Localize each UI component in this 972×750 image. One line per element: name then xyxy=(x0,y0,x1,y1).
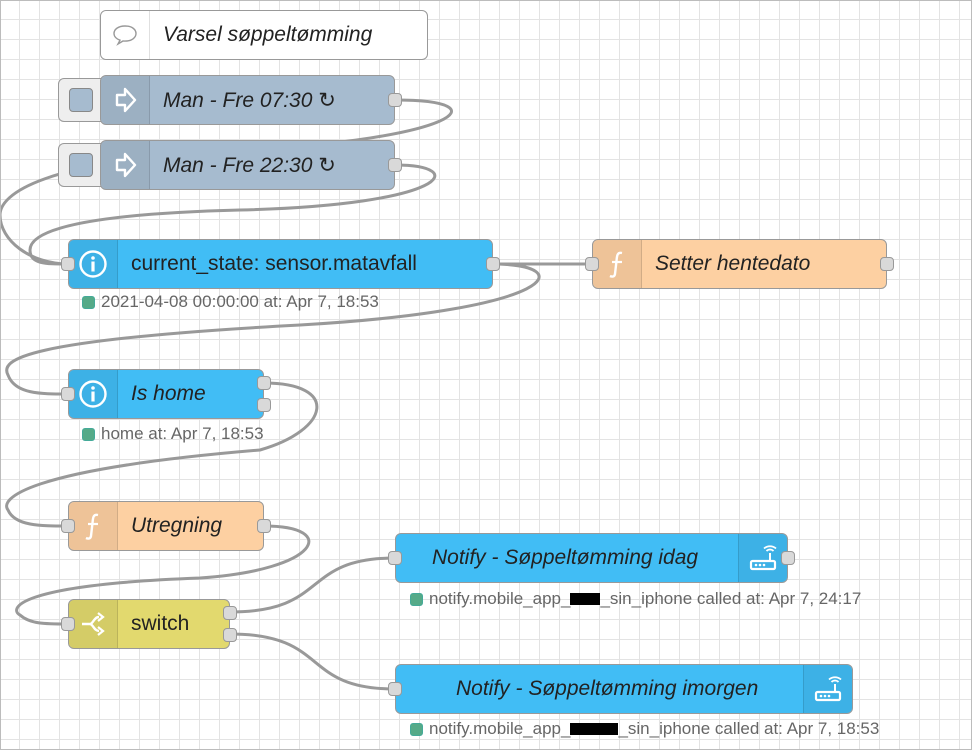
is-home-status-text: home at: Apr 7, 18:53 xyxy=(101,424,264,443)
current-state-status: 2021-04-08 00:00:00 at: Apr 7, 18:53 xyxy=(82,292,379,312)
function-icon xyxy=(609,251,623,278)
current-state-input-port[interactable] xyxy=(61,257,75,271)
notify-imorgen-icon-area xyxy=(803,665,852,713)
notify-imorgen-status-post: _sin_iphone called at: Apr 7, 18:53 xyxy=(618,719,880,738)
notify-imorgen-status-pre: notify.mobile_app_ xyxy=(429,719,571,738)
switch-node[interactable]: switch xyxy=(61,599,237,649)
router-icon xyxy=(749,545,777,571)
is-home-output-port-1[interactable] xyxy=(257,376,271,390)
redaction-bar xyxy=(570,593,601,605)
inject-node-2[interactable]: Man - Fre 22:30 ↻ xyxy=(100,140,402,190)
notify-idag-status-post: _sin_iphone called at: Apr 7, 24:17 xyxy=(600,589,862,608)
notify-idag-icon-area xyxy=(738,534,787,582)
status-dot xyxy=(82,427,95,441)
inject-2-output-port[interactable] xyxy=(388,158,402,172)
utregning-icon-area xyxy=(69,502,118,550)
current-state-label: current_state: sensor.matavfall xyxy=(131,252,417,275)
inject-2-icon-area xyxy=(101,141,150,189)
notify-idag-status-pre: notify.mobile_app_ xyxy=(429,589,571,608)
comment-label: Varsel søppeltømming xyxy=(163,23,373,46)
switch-input-port[interactable] xyxy=(61,617,75,631)
arrow-right-icon xyxy=(115,87,137,113)
wire-switch-to-notify-idag xyxy=(229,556,396,614)
info-icon xyxy=(79,380,107,408)
setter-output-port[interactable] xyxy=(880,257,894,271)
notify-imorgen-input-port[interactable] xyxy=(388,682,402,696)
is-home-node[interactable]: Is home xyxy=(61,369,271,419)
notify-idag-input-port[interactable] xyxy=(388,551,402,565)
arrow-right-icon xyxy=(115,152,137,178)
is-home-input-port[interactable] xyxy=(61,387,75,401)
status-dot xyxy=(410,722,423,736)
setter-icon-area xyxy=(593,240,642,288)
notify-imorgen-status: notify.mobile_app_ _sin_iphone called at… xyxy=(410,719,879,739)
switch-icon-area xyxy=(69,600,118,648)
utregning-node[interactable]: Utregning xyxy=(61,501,271,551)
router-icon xyxy=(814,676,842,702)
is-home-status: home at: Apr 7, 18:53 xyxy=(82,424,264,444)
utregning-label: Utregning xyxy=(131,514,223,537)
notify-imorgen-node[interactable]: Notify - Søppeltømming imorgen xyxy=(388,664,853,714)
status-dot xyxy=(82,295,95,309)
comment-icon-area xyxy=(101,11,150,59)
notify-idag-label: Notify - Søppeltømming idag xyxy=(432,546,699,569)
current-state-status-text: 2021-04-08 00:00:00 at: Apr 7, 18:53 xyxy=(101,292,379,311)
comment-icon xyxy=(113,25,137,46)
notify-idag-output-port[interactable] xyxy=(781,551,795,565)
utregning-input-port[interactable] xyxy=(61,519,75,533)
setter-hentedato-node[interactable]: Setter hentedato xyxy=(585,239,894,289)
current-state-icon-area xyxy=(69,240,118,288)
setter-input-port[interactable] xyxy=(585,257,599,271)
notify-idag-node[interactable]: Notify - Søppeltømming idag xyxy=(388,533,795,583)
switch-output-port-2[interactable] xyxy=(223,628,237,642)
is-home-output-port-2[interactable] xyxy=(257,398,271,412)
switch-icon xyxy=(82,612,105,636)
function-icon xyxy=(85,513,99,540)
switch-output-port-1[interactable] xyxy=(223,606,237,620)
inject-button-2-inner xyxy=(69,153,93,177)
wire-switch-to-notify-imorgen xyxy=(229,632,396,691)
inject-1-label: Man - Fre 07:30 ↻ xyxy=(163,88,336,112)
inject-button-2[interactable] xyxy=(58,143,104,187)
comment-node[interactable]: Varsel søppeltømming xyxy=(100,10,428,60)
notify-idag-status: notify.mobile_app_ _sin_iphone called at… xyxy=(410,589,861,609)
notify-imorgen-label: Notify - Søppeltømming imorgen xyxy=(456,677,759,700)
inject-1-icon-area xyxy=(101,76,150,124)
current-state-node[interactable]: current_state: sensor.matavfall xyxy=(61,239,500,289)
is-home-label: Is home xyxy=(131,382,206,405)
redaction-bar xyxy=(570,723,619,735)
inject-node-1[interactable]: Man - Fre 07:30 ↻ xyxy=(100,75,402,125)
inject-2-label: Man - Fre 22:30 ↻ xyxy=(163,153,336,177)
is-home-icon-area xyxy=(69,370,118,418)
switch-label: switch xyxy=(131,612,190,635)
info-icon xyxy=(79,250,107,278)
inject-button-1[interactable] xyxy=(58,78,104,122)
inject-button-1-inner xyxy=(69,88,93,112)
current-state-output-port[interactable] xyxy=(486,257,500,271)
inject-1-output-port[interactable] xyxy=(388,93,402,107)
setter-label: Setter hentedato xyxy=(655,252,811,275)
status-dot xyxy=(410,592,423,606)
utregning-output-port[interactable] xyxy=(257,519,271,533)
